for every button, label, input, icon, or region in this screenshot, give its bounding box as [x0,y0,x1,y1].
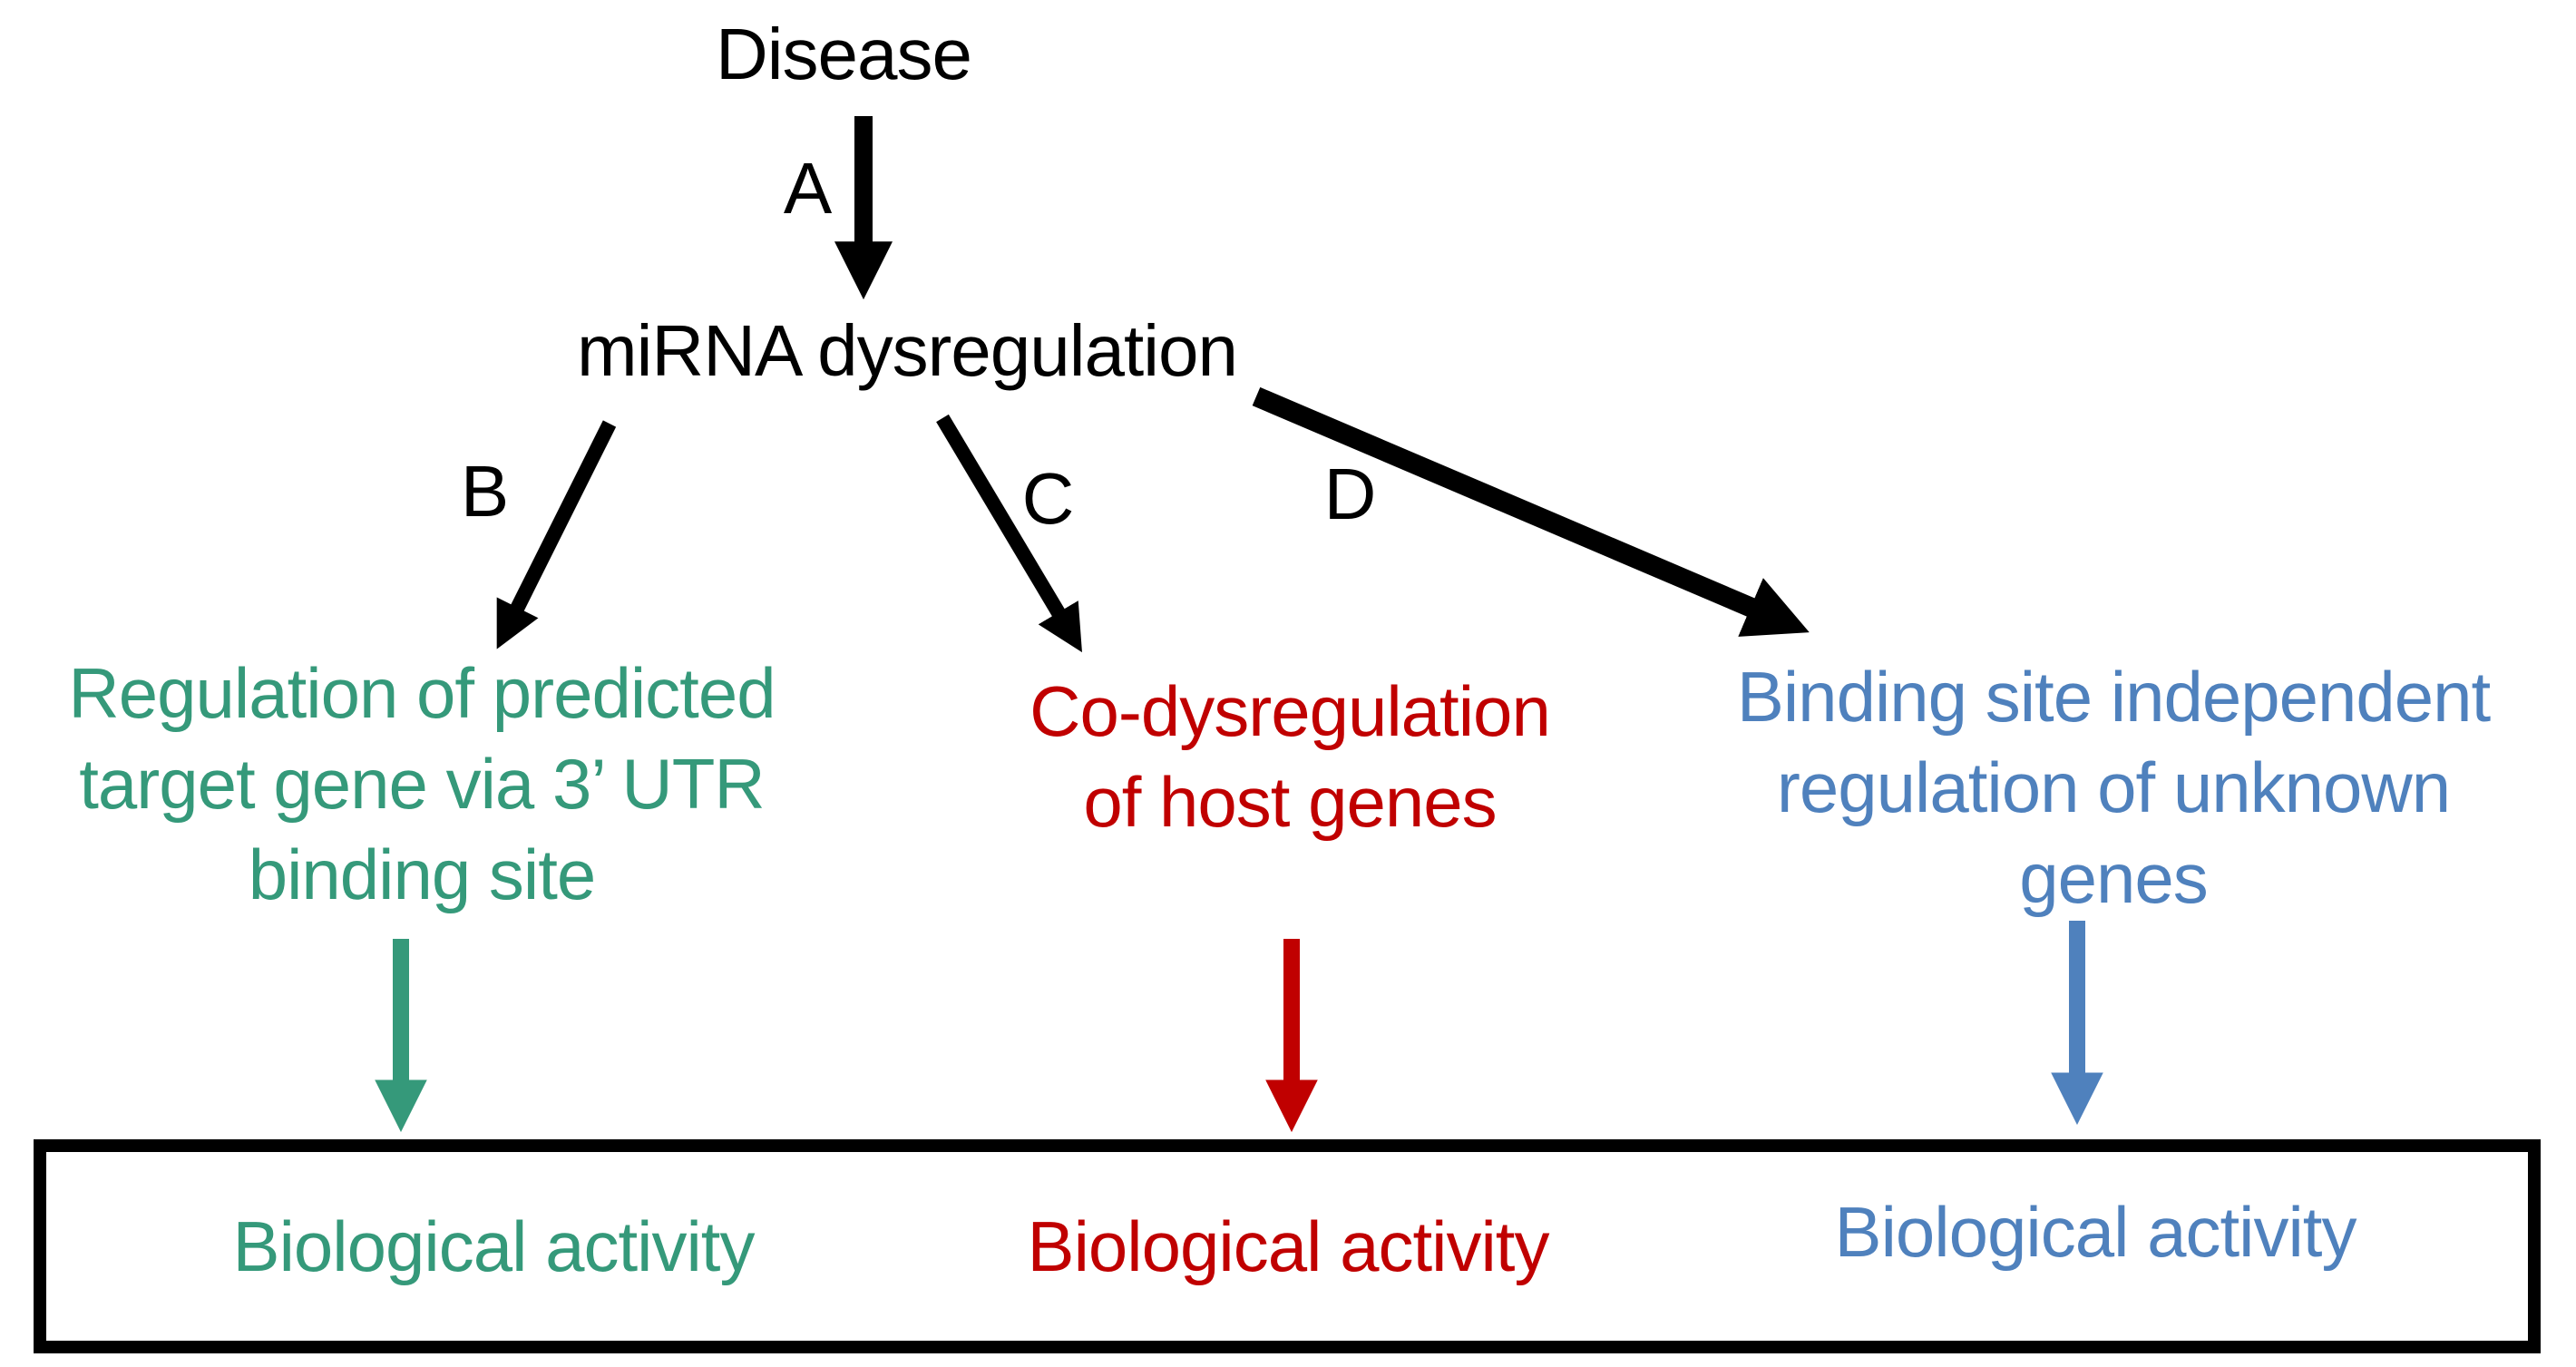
red-branch-text: Co-dysregulation of host genes [1029,666,1551,847]
blue-branch-line-3: genes [2019,838,2209,918]
biological-activity-green: Biological activity [232,1206,756,1286]
biological-activity-red: Biological activity [1027,1206,1550,1286]
edge-label-c: C [1021,458,1075,539]
edge-label-b: B [460,451,509,532]
edge-label-d: D [1323,454,1377,534]
blue-branch-line-1: Binding site independent [1736,657,2491,737]
green-branch-text: Regulation of predicted target gene via … [68,648,776,920]
arrow-d-to-blue-branch [1252,386,1810,637]
mirna-dysregulation-label: miRNA dysregulation [577,310,1238,391]
red-branch-line-1: Co-dysregulation [1029,671,1551,751]
green-branch-line-1: Regulation of predicted [68,653,776,733]
edge-label-a: A [783,148,832,229]
arrow-c-to-red-branch [936,414,1082,653]
biological-activity-blue: Biological activity [1834,1192,2357,1272]
blue-branch-text: Binding site independent regulation of u… [1736,651,2491,923]
green-branch-line-3: binding site [248,835,597,914]
biological-activity-box [34,1139,2541,1353]
red-branch-line-2: of host genes [1083,762,1497,842]
blue-branch-line-2: regulation of unknown [1776,747,2451,827]
arrow-b-to-green-branch [496,420,617,649]
green-branch-line-2: target gene via 3’ UTR [79,744,766,824]
disease-label: Disease [715,14,972,94]
